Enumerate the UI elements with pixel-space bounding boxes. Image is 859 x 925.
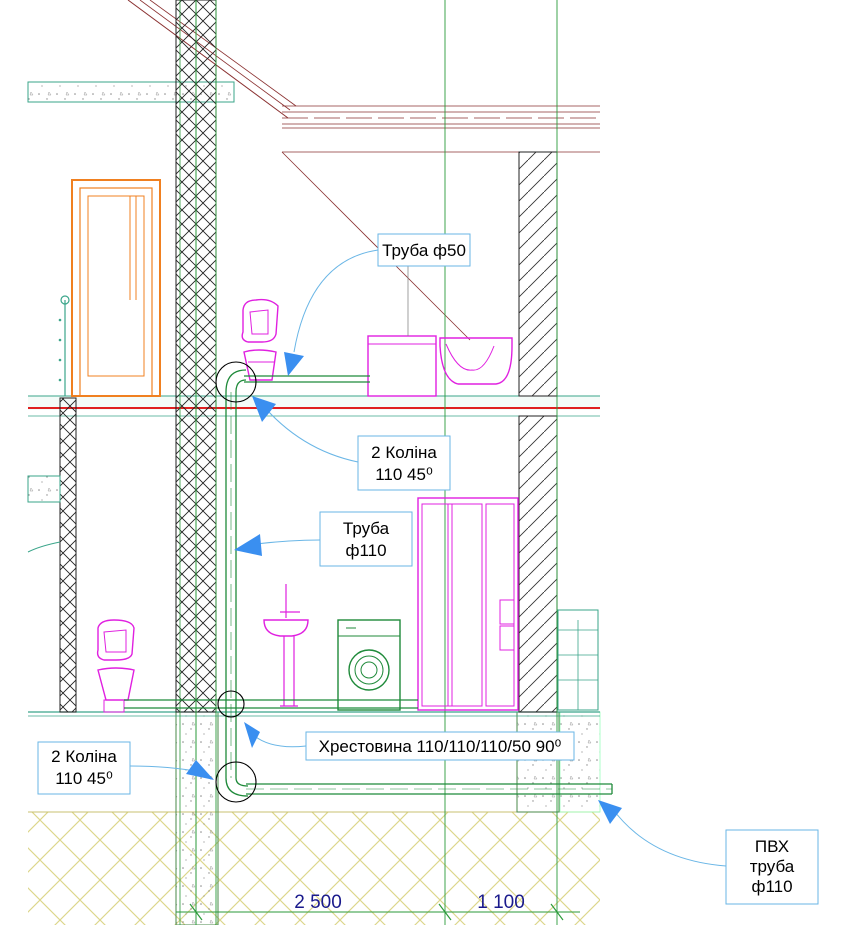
callout-pvc-line1: ПВХ <box>755 837 789 856</box>
callout-elbows-upper-line1: 2 Коліна <box>371 443 437 462</box>
fitting-markers <box>215 361 257 803</box>
callout-pipe110: Труба ф110 <box>319 511 413 567</box>
dimension-right: 1 100 <box>477 892 525 913</box>
dimension-left: 2 500 <box>294 892 342 913</box>
lower-toilet <box>96 619 135 713</box>
callout-pipe50-text: Труба ф50 <box>382 241 466 260</box>
drain-pipes <box>124 369 613 797</box>
shower-cabin <box>417 497 519 711</box>
handrail <box>58 295 70 396</box>
right-wall <box>518 151 558 713</box>
washing-machine <box>337 619 401 711</box>
left-stair <box>27 475 61 553</box>
dimension-line: 2 500 1 100 <box>176 892 580 921</box>
upper-door <box>71 179 161 397</box>
callout-elbows-lower-line2: 110 45⁰ <box>55 769 113 788</box>
callout-cross: Хрестовина 110/110/110/50 90⁰ <box>305 731 575 761</box>
right-window <box>557 609 599 711</box>
bathtub <box>367 262 513 397</box>
callout-pipe110-line2: ф110 <box>345 541 386 560</box>
callout-pvc: ПВХ труба ф110 <box>725 829 819 905</box>
callout-elbows-lower: 2 Коліна 110 45⁰ <box>37 741 131 795</box>
callout-pvc-line3: ф110 <box>751 877 792 896</box>
upper-floor-slab <box>28 395 600 417</box>
leader-lines <box>129 249 727 867</box>
ground-floor-slab <box>28 711 600 717</box>
callout-elbows-upper: 2 Коліна 110 45⁰ <box>357 435 451 491</box>
foundation <box>175 711 601 925</box>
arrow-heads <box>186 352 622 824</box>
ground <box>28 811 600 925</box>
callout-cross-text: Хрестовина 110/110/110/50 90⁰ <box>319 737 562 756</box>
callout-pipe50: Труба ф50 <box>377 233 471 267</box>
callout-pvc-line2: труба <box>750 857 795 876</box>
callout-pipe110-line1: Труба <box>343 519 390 538</box>
washbasin <box>263 584 309 707</box>
callout-elbows-upper-line2: 110 45⁰ <box>375 465 433 484</box>
left-wall <box>59 397 77 713</box>
callout-elbows-lower-line1: 2 Коліна <box>51 747 117 766</box>
upper-toilet <box>241 298 279 381</box>
